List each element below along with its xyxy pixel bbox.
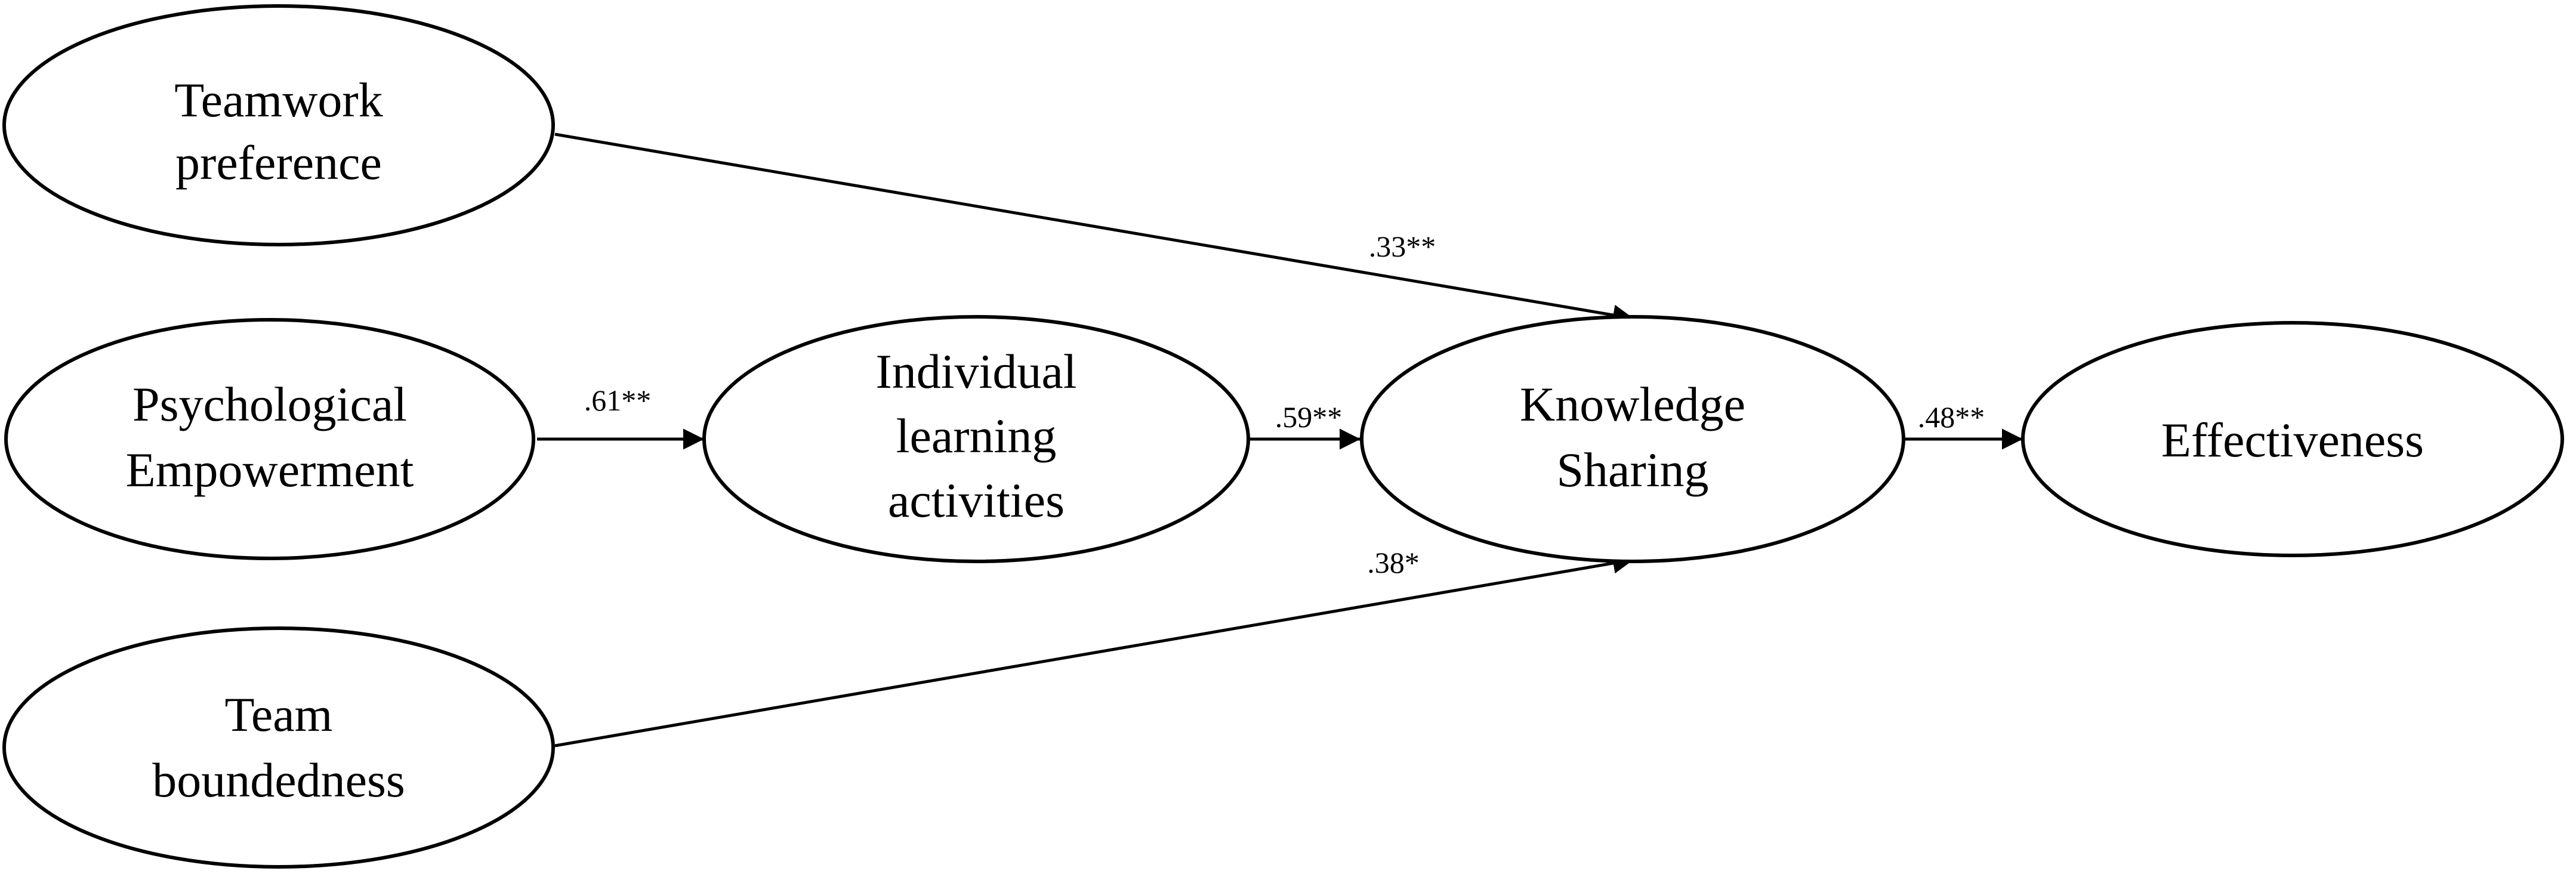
node-sharing-ellipse [1360,315,1905,563]
node-sharing-label-line-1: Knowledge [1520,377,1745,431]
node-teamwork-preference: Teamwork preference [2,4,555,246]
node-team-boundedness: Team boundedness [2,626,555,869]
edges-group [537,132,2023,748]
node-boundedness-label-line-1: Team [225,687,333,742]
node-empowerment-ellipse [4,318,535,560]
coefficient-label-sharing-effectiveness: .48** [1918,400,1985,434]
node-empowerment-label-line-1: Psychological [132,377,407,431]
node-teamwork-label-line-2: preference [175,135,382,190]
node-knowledge-sharing: Knowledge Sharing [1360,315,1905,563]
node-empowerment-label-line-2: Empowerment [126,443,414,497]
coefficient-label-empowerment-learning: .61** [584,384,652,417]
node-learning-label-line-2: learning [896,409,1057,463]
node-teamwork-ellipse [2,4,555,246]
node-boundedness-label-line-2: boundedness [152,753,405,807]
node-teamwork-label-line-1: Teamwork [174,73,382,127]
coefficient-label-learning-sharing: .59** [1275,400,1343,434]
node-learning-label-line-3: activities [888,473,1065,527]
node-learning-ellipse [702,315,1250,563]
edge-teamwork-to-sharing [554,132,1634,326]
edge-labels-group: .33** .61** .59** .48** .38* [584,230,1985,579]
node-sharing-label-line-2: Sharing [1556,443,1708,497]
node-effectiveness: Effectiveness [2021,321,2564,557]
coefficient-label-teamwork-sharing: .33** [1369,230,1436,263]
node-effectiveness-label: Effectiveness [2161,413,2424,467]
coefficient-label-boundedness-sharing: .38* [1367,546,1420,579]
node-boundedness-ellipse [2,626,555,869]
node-psychological-empowerment: Psychological Empowerment [4,318,535,560]
node-individual-learning-activities: Individual learning activities [702,315,1250,563]
node-effectiveness-ellipse [2021,321,2564,557]
node-learning-label-line-1: Individual [875,344,1076,399]
edge-boundedness-to-sharing [554,552,1634,748]
